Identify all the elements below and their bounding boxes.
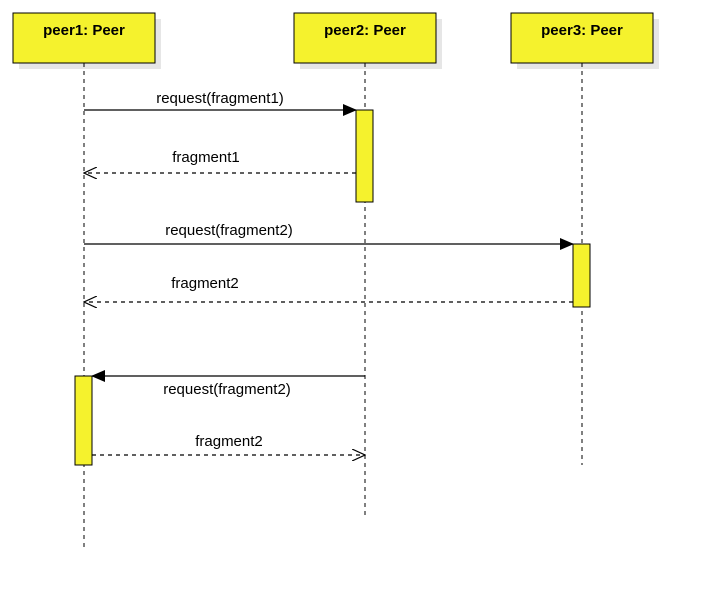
message-return-fragment1: fragment1 (84, 149, 356, 173)
participant-label: peer2: Peer (324, 22, 406, 39)
participant-peer3: peer3: Peer (510, 12, 659, 69)
message-label: fragment1 (172, 149, 240, 166)
message-label: request(fragment2) (165, 222, 293, 239)
participant-label: peer1: Peer (43, 22, 125, 39)
message-return-fragment2-peer3: fragment2 (84, 275, 573, 302)
message-label: request(fragment1) (156, 90, 284, 107)
participant-peer2: peer2: Peer (293, 12, 442, 69)
message-label: request(fragment2) (163, 381, 291, 398)
participant-box (12, 12, 156, 64)
message-label: fragment2 (171, 275, 239, 292)
participant-peer1: peer1: Peer (12, 12, 161, 69)
activation-bar-peer1 (74, 375, 93, 466)
participant-box (293, 12, 437, 64)
message-label: fragment2 (195, 433, 263, 450)
message-request-fragment1: request(fragment1) (84, 90, 357, 116)
message-request-fragment2-peer3: request(fragment2) (84, 222, 574, 250)
message-return-fragment2-peer1: fragment2 (92, 433, 365, 455)
message-request-fragment2-peer2: request(fragment2) (91, 370, 365, 398)
activation-bar-peer3 (572, 243, 591, 308)
activation-bar-peer2 (355, 109, 374, 203)
participant-label: peer3: Peer (541, 22, 623, 39)
